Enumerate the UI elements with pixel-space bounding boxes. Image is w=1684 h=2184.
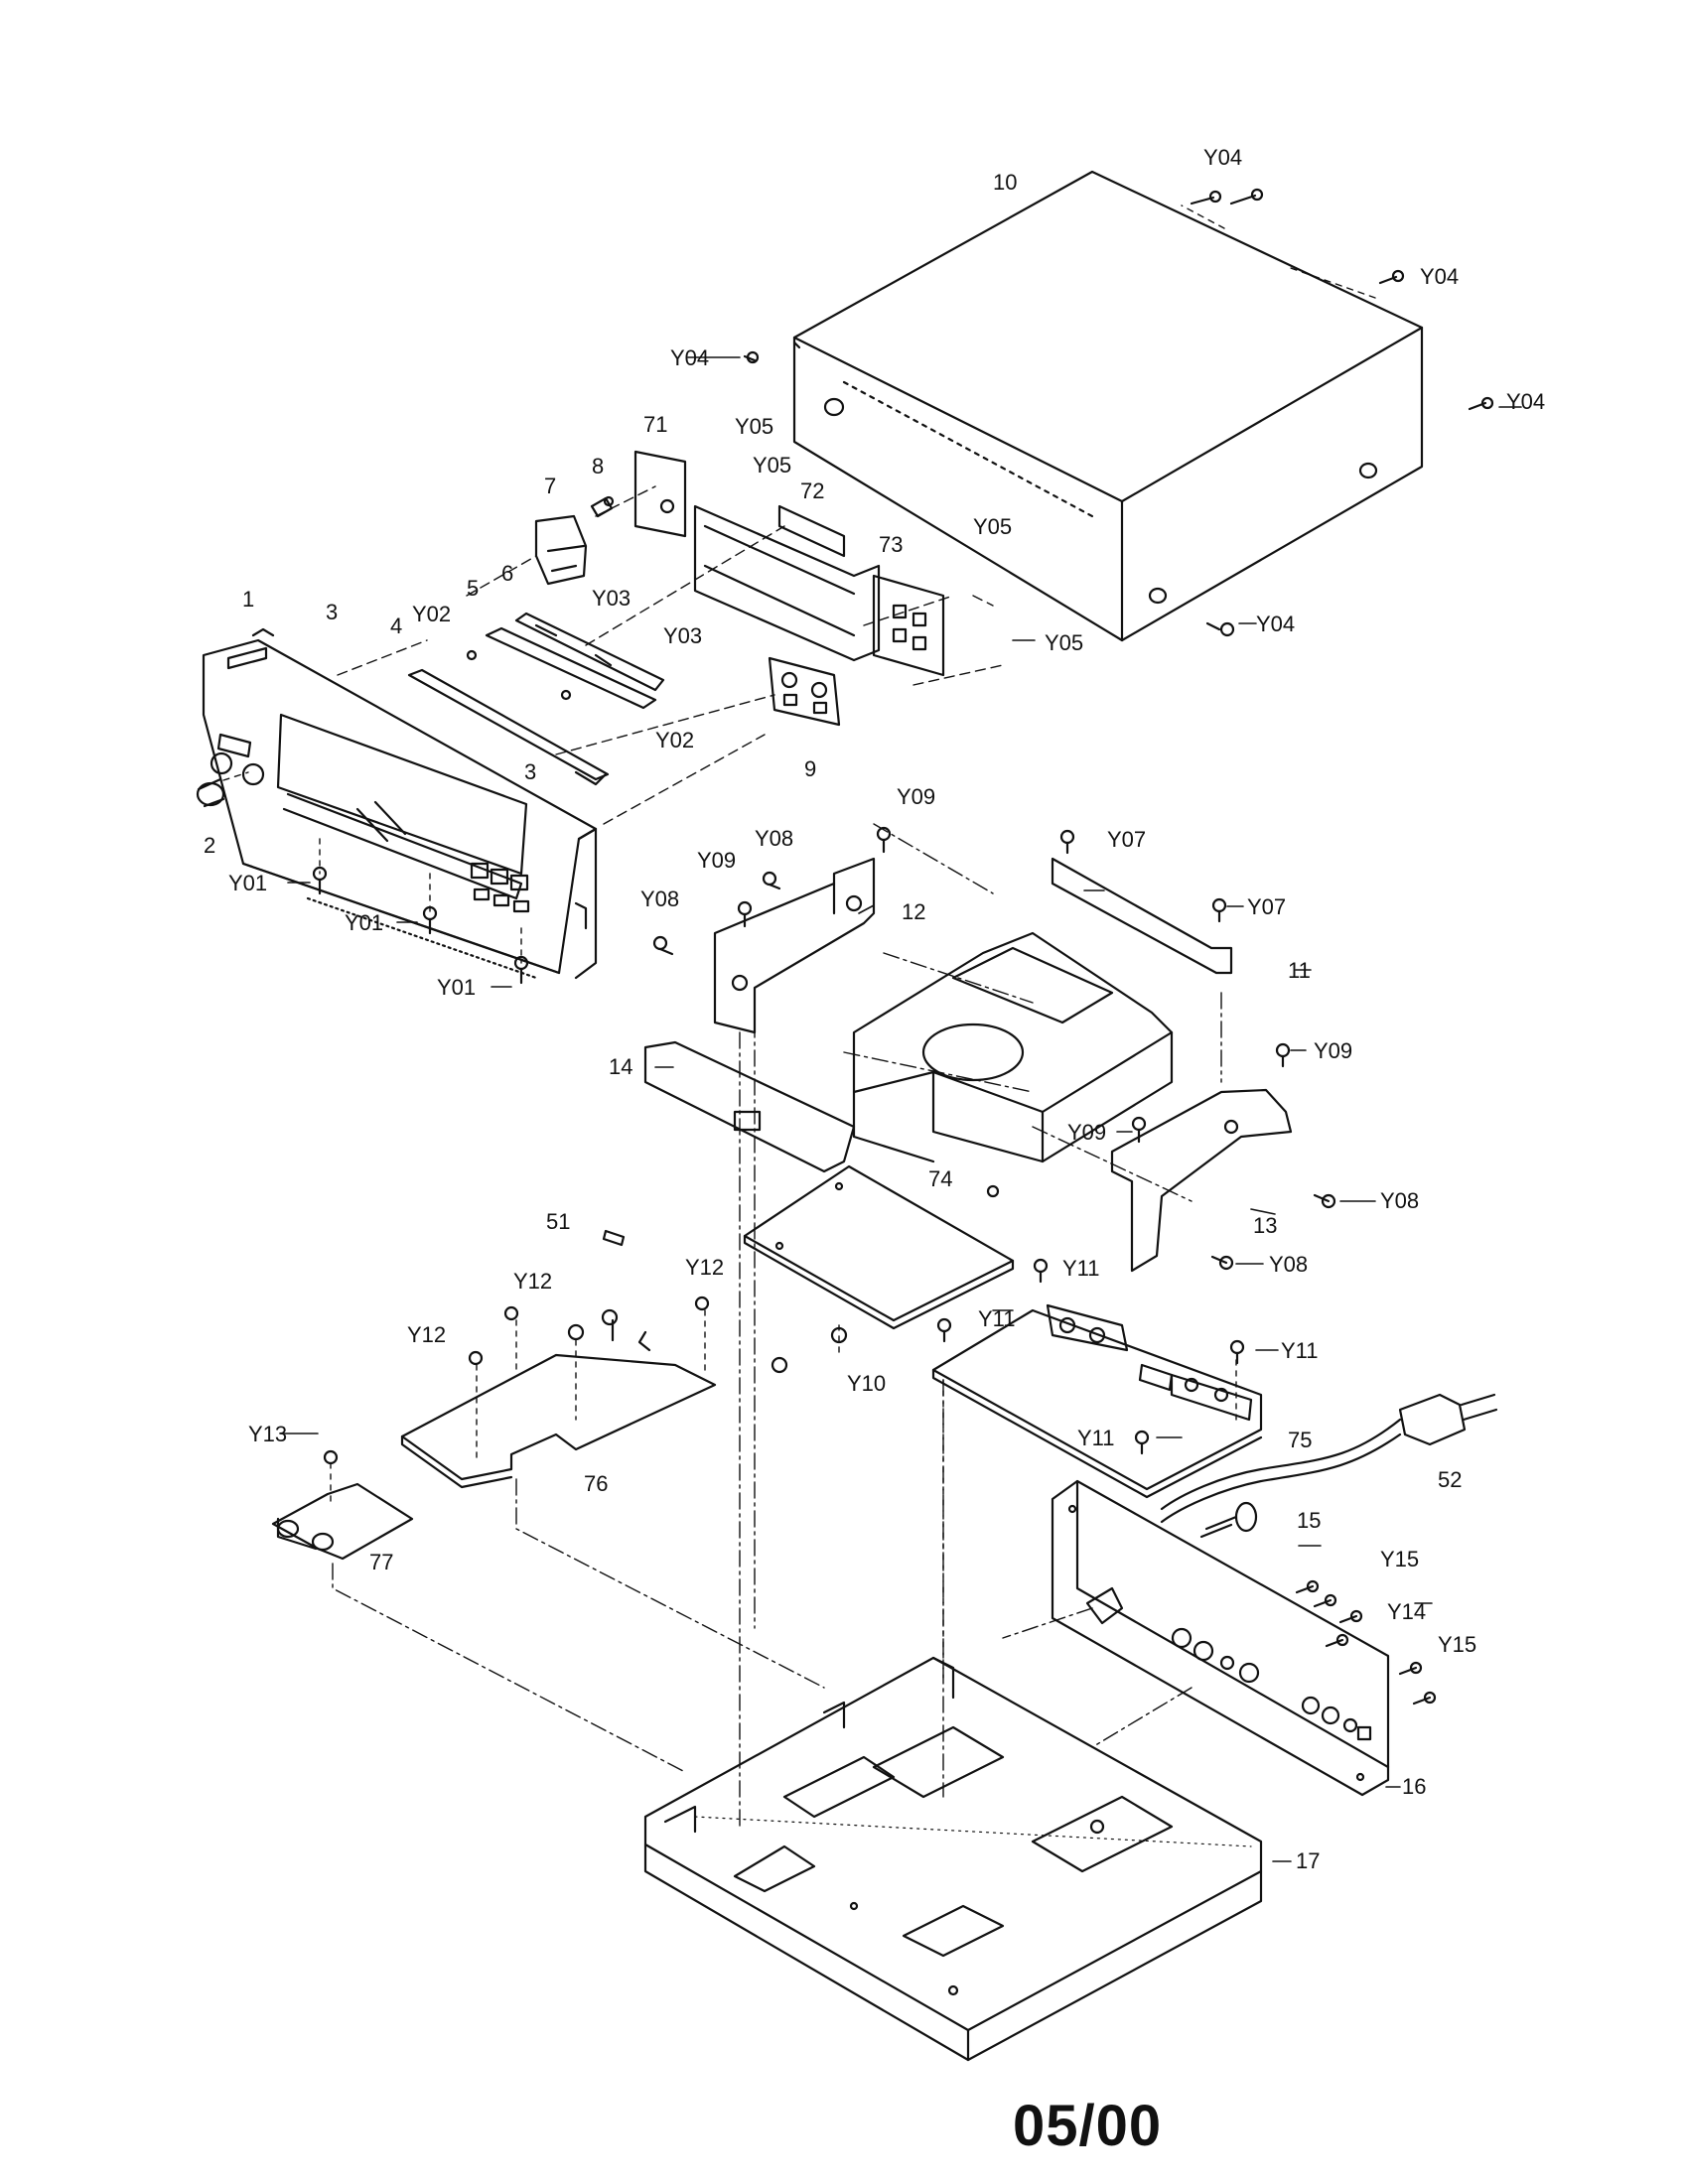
alignment-lines: [332, 823, 1222, 1828]
label-3-a: 3: [326, 600, 338, 624]
label-y12-c: Y12: [407, 1322, 446, 1347]
label-9: 9: [804, 756, 816, 781]
plate-11: [1051, 857, 1233, 975]
rear-panel: [1051, 1479, 1437, 1797]
label-y08-b: Y08: [640, 887, 679, 911]
board-76: [400, 1229, 717, 1489]
brackets-4-6: [407, 612, 665, 786]
label-71: 71: [643, 412, 667, 437]
label-y03-b: Y03: [663, 623, 702, 648]
label-y08-c: Y08: [1380, 1188, 1419, 1213]
label-y04-c: Y04: [670, 345, 709, 370]
front-panel: [202, 627, 598, 980]
label-y12-b: Y12: [685, 1255, 724, 1280]
cover-14: [643, 1040, 856, 1173]
screws-y01: [312, 838, 529, 985]
label-y05-b: Y05: [753, 453, 791, 478]
label-y05-a: Y05: [735, 414, 773, 439]
label-y09-b: Y09: [697, 848, 736, 873]
label-y11-c: Y11: [1281, 1338, 1319, 1363]
label-8: 8: [592, 454, 604, 478]
label-3-b: 3: [524, 759, 536, 784]
label-y03-a: Y03: [592, 586, 631, 611]
module-7-8: [534, 495, 615, 586]
label-y14: Y14: [1387, 1599, 1426, 1624]
page-code: 05/00: [1013, 2094, 1163, 2158]
label-13: 13: [1253, 1213, 1277, 1238]
label-y11-d: Y11: [1077, 1426, 1115, 1450]
brackets-71-73: [633, 450, 945, 677]
label-5: 5: [467, 576, 479, 601]
label-y04-d: Y04: [1506, 389, 1545, 414]
top-cover: [792, 170, 1424, 642]
label-14: 14: [609, 1054, 632, 1079]
label-73: 73: [879, 532, 903, 557]
label-74: 74: [928, 1166, 952, 1191]
board-77: [271, 1449, 414, 1561]
label-y09-a: Y09: [897, 784, 935, 809]
label-y01-b: Y01: [345, 910, 383, 935]
label-y01-c: Y01: [437, 975, 476, 1000]
label-76: 76: [584, 1471, 608, 1496]
label-y04-b: Y04: [1420, 264, 1459, 289]
board-74: [743, 1164, 1015, 1374]
knob: [196, 771, 249, 808]
cd-mechanism: [852, 931, 1174, 1198]
board-75: [931, 1258, 1263, 1679]
label-17: 17: [1296, 1848, 1320, 1873]
label-1: 1: [242, 587, 254, 612]
label-6: 6: [501, 561, 513, 586]
label-77: 77: [369, 1550, 393, 1574]
label-y09-c: Y09: [1314, 1038, 1352, 1063]
switch-board-9: [768, 656, 841, 727]
label-11: 11: [1288, 958, 1311, 983]
label-72: 72: [800, 478, 824, 503]
label-leaders: [280, 356, 1522, 1862]
label-y15-b: Y15: [1438, 1632, 1476, 1657]
label-12: 12: [902, 899, 925, 924]
screws-y07-y09: [652, 826, 1336, 1271]
label-51: 51: [546, 1209, 570, 1234]
chassis: [643, 1656, 1263, 2062]
label-y02-b: Y02: [655, 728, 694, 752]
label-y13: Y13: [248, 1422, 287, 1446]
label-y04-a: Y04: [1203, 145, 1242, 170]
label-y10: Y10: [847, 1371, 886, 1396]
label-y01-a: Y01: [228, 871, 267, 895]
label-y02-a: Y02: [412, 602, 451, 626]
label-y05-d: Y05: [1045, 630, 1083, 655]
label-4: 4: [390, 614, 402, 638]
label-y15-a: Y15: [1380, 1547, 1419, 1571]
label-y11-a: Y11: [1062, 1256, 1100, 1281]
label-y07-a: Y07: [1107, 827, 1146, 852]
bracket-13: [1110, 1088, 1293, 1273]
label-y08-a: Y08: [755, 826, 793, 851]
label-y07-b: Y07: [1247, 894, 1286, 919]
leader-lines-upper: [337, 485, 1004, 825]
label-y09-d: Y09: [1067, 1120, 1106, 1145]
label-52: 52: [1438, 1467, 1462, 1492]
label-y04-e: Y04: [1256, 612, 1295, 636]
label-2: 2: [204, 833, 215, 858]
label-y11-b: Y11: [978, 1306, 1016, 1331]
label-15: 15: [1297, 1508, 1321, 1533]
bracket-12: [713, 857, 876, 1034]
screws-y04: [743, 188, 1494, 637]
label-y12-a: Y12: [513, 1269, 552, 1294]
label-10: 10: [993, 170, 1017, 195]
label-y05-c: Y05: [973, 514, 1012, 539]
label-75: 75: [1288, 1428, 1312, 1452]
label-7: 7: [544, 474, 556, 498]
label-16: 16: [1402, 1774, 1426, 1799]
label-y08-d: Y08: [1269, 1252, 1308, 1277]
power-cord: [1160, 1393, 1498, 1539]
